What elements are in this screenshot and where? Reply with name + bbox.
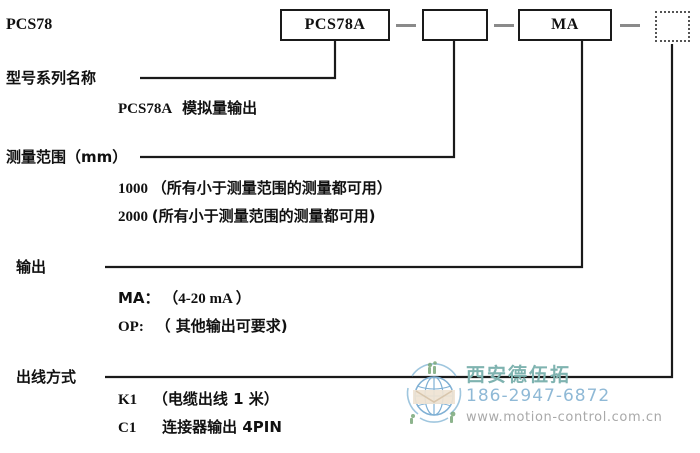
separator-dash-2 <box>494 24 514 27</box>
row-label-range: 测量范围（mm） <box>6 148 128 166</box>
option-desc: (所有小于测量范围的测量都可用) <box>151 207 376 225</box>
option-code: OP: <box>118 319 144 335</box>
option-code: 2000 <box>118 209 148 225</box>
option-code: 1000 <box>118 181 148 197</box>
separator-dash-1 <box>396 24 416 27</box>
row-label-cable: 出线方式 <box>16 368 77 386</box>
option-code: MA： <box>118 289 160 307</box>
option-cable-k1: K1 （电缆出线 1 米） <box>118 388 279 409</box>
option-code: K1 <box>118 392 138 408</box>
option-range-2000: 2000 (所有小于测量范围的测量都可用) <box>118 205 375 226</box>
option-code: C1 <box>118 420 137 436</box>
option-desc: 连接器输出 4PIN <box>162 418 282 436</box>
option-desc: （所有小于测量范围的测量都可用） <box>151 179 392 197</box>
option-output-ma: MA： （4-20 mA ） <box>118 287 251 308</box>
separator-dash-3 <box>620 24 640 27</box>
code-box-series[interactable]: PCS78A <box>280 9 390 41</box>
option-desc: （ 其他输出可要求) <box>155 317 288 335</box>
option-desc: （电缆出线 1 米） <box>152 390 279 408</box>
row-label-output: 输出 <box>16 258 47 276</box>
model-prefix-label: PCS78 <box>6 16 53 33</box>
code-box-range[interactable] <box>422 9 488 41</box>
row-label-series: 型号系列名称 <box>6 69 97 87</box>
code-box-cable[interactable] <box>655 11 690 42</box>
option-output-op: OP: （ 其他输出可要求) <box>118 315 288 336</box>
option-code: PCS78A <box>118 101 172 117</box>
option-cable-c1: C1 连接器输出 4PIN <box>118 416 282 437</box>
code-box-output[interactable]: MA <box>518 9 612 41</box>
option-desc: 模拟量输出 <box>182 99 258 117</box>
option-series-pcs78a: PCS78A 模拟量输出 <box>118 97 257 118</box>
option-desc: （4-20 mA ） <box>163 291 251 307</box>
option-range-1000: 1000 （所有小于测量范围的测量都可用） <box>118 177 392 198</box>
